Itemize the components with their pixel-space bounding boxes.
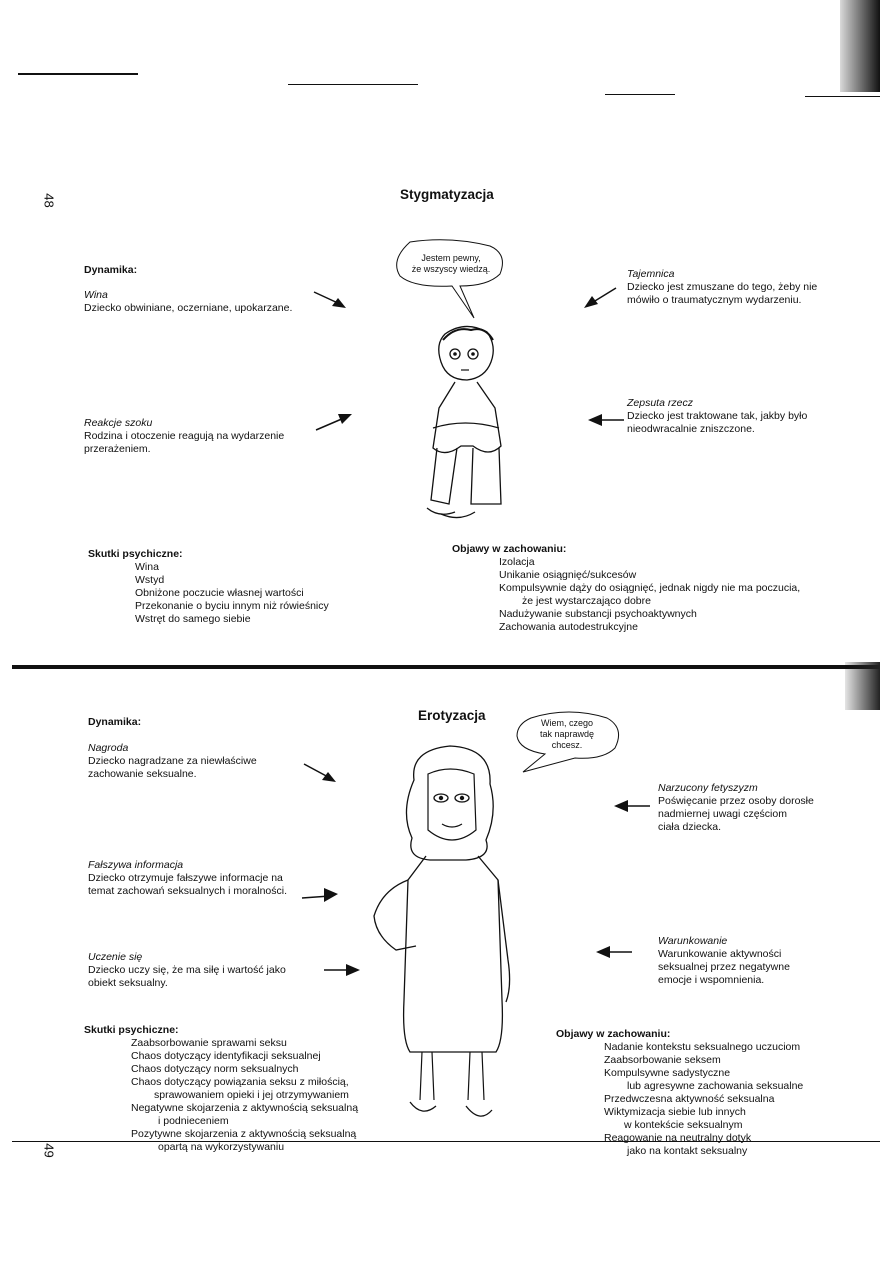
stigmatization-effect-item: Obniżone poczucie własnej wartości <box>135 587 304 599</box>
stigmatization-item-secret-desc-2: mówiło o traumatycznym wydarzeniu. <box>627 294 802 306</box>
eroticization-title: Erotyzacja <box>418 708 486 723</box>
eroticization-item-fetish-title: Narzucony fetyszyzm <box>658 782 758 794</box>
stigmatization-item-shock-desc-1: Rodzina i otoczenie reagują na wydarzeni… <box>84 430 285 442</box>
stigmatization-behavior-item: Zachowania autodestrukcyjne <box>499 621 638 633</box>
eroticization-behavior-item: Kompulsywne sadystyczne <box>604 1067 731 1079</box>
eroticization-behavior-item: Wiktymizacja siebie lub innych <box>604 1106 746 1118</box>
standing-girl-figure <box>373 745 511 1117</box>
scan-shadow-top <box>840 0 880 92</box>
stigmatization-effect-item: Wstyd <box>135 574 165 586</box>
sitting-child-figure <box>426 325 502 519</box>
arrow-broken-icon <box>588 414 624 426</box>
eroticization-item-fetish-desc-2: nadmiernej uwagi częściom <box>658 808 787 820</box>
bottom-rule <box>12 1141 880 1142</box>
arrow-secret-icon <box>584 287 617 308</box>
eroticization-behavior-item: Reagowanie na neutralny dotyk <box>604 1132 752 1144</box>
eroticization-item-reward-desc-1: Dziecko nagradzane za niewłaściwe <box>88 755 257 767</box>
eroticization-item-conditioning-desc-2: seksualnej przez negatywne <box>658 961 790 973</box>
stigmatization-effect-item: Wina <box>135 561 159 573</box>
eroticization-behavior-item: Przedwczesna aktywność seksualna <box>604 1093 775 1105</box>
eroticization-item-reward-desc-2: zachowanie seksualne. <box>88 768 197 780</box>
eroticization-item-conditioning-desc-1: Warunkowanie aktywności <box>658 948 782 960</box>
eroticization-bubble-line-3: chcesz. <box>551 740 583 750</box>
eroticization-effect-item: sprawowaniem opieki i jej otrzymywaniem <box>154 1089 349 1101</box>
arrow-reward-icon <box>303 763 336 782</box>
top-rule-mid <box>288 84 418 85</box>
stigmatization-dynamics-heading: Dynamika: <box>84 264 138 276</box>
eroticization-effect-item: Zaabsorbowanie sprawami seksu <box>131 1037 287 1049</box>
stigmatization-item-secret-title: Tajemnica <box>627 268 675 280</box>
eroticization-behavior-item: Nadanie kontekstu seksualnego uczuciom <box>604 1041 801 1053</box>
eroticization-behavior-item: Zaabsorbowanie seksem <box>604 1054 721 1066</box>
stigmatization-item-shock-title: Reakcje szoku <box>84 417 153 429</box>
eroticization-bubble-line-1: Wiem, czego <box>540 718 593 728</box>
eroticization-behavior-item: jako na kontakt seksualny <box>627 1145 748 1157</box>
stigmatization-effect-item: Przekonanie o byciu innym niż rówieśnicy <box>135 600 329 612</box>
stigmatization-bubble-line-2: że wszyscy wiedzą. <box>411 264 491 274</box>
eroticization-item-false-info-title: Fałszywa informacja <box>88 859 184 871</box>
stigmatization-behavior-item: że jest wystarczająco dobre <box>522 595 651 607</box>
arrow-false-info-icon <box>301 888 338 902</box>
eroticization-behavior-heading: Objawy w zachowaniu: <box>556 1028 671 1040</box>
stigmatization-item-secret-desc-1: Dziecko jest zmuszane do tego, żeby nie <box>627 281 818 293</box>
stigmatization-title: Stygmatyzacja <box>400 187 494 202</box>
page-number-bottom: 49 <box>41 1143 57 1158</box>
eroticization-effect-item: Chaos dotyczący powiązania seksu z miłoś… <box>131 1076 349 1088</box>
top-rule-far-right <box>805 96 880 97</box>
page-number-top: 48 <box>41 193 57 208</box>
stigmatization-item-guilt-title: Wina <box>84 289 108 301</box>
eroticization-effect-item: Pozytywne skojarzenia z aktywnością seks… <box>131 1128 357 1140</box>
stigmatization-item-broken-title: Zepsuta rzecz <box>627 397 693 409</box>
eroticization-item-false-info-desc-1: Dziecko otrzymuje fałszywe informacje na <box>88 872 283 884</box>
scan-shadow-mid <box>845 662 880 710</box>
stigmatization-item-shock-desc-2: przerażeniem. <box>84 443 151 455</box>
stigmatization-item-guilt-desc: Dziecko obwiniane, oczerniane, upokarzan… <box>84 302 293 314</box>
eroticization-item-learning-desc-1: Dziecko uczy się, że ma siłę i wartość j… <box>88 964 286 976</box>
eroticization-effect-item: Chaos dotyczący norm seksualnych <box>131 1063 299 1075</box>
eroticization-item-learning-desc-2: obiekt seksualny. <box>88 977 168 989</box>
eroticization-item-fetish-desc-1: Poświęcanie przez osoby dorosłe <box>658 795 814 807</box>
section-divider <box>12 665 880 669</box>
arrow-guilt-icon <box>313 291 346 308</box>
stigmatization-item-broken-desc-2: nieodwracalnie zniszczone. <box>627 423 755 435</box>
eroticization-item-fetish-desc-3: ciała dziecka. <box>658 821 722 833</box>
eroticization-speech-bubble <box>516 711 620 773</box>
eroticization-item-reward-title: Nagroda <box>88 742 129 754</box>
stigmatization-item-broken-desc-1: Dziecko jest traktowane tak, jakby było <box>627 410 808 422</box>
arrow-shock-icon <box>315 414 352 431</box>
arrow-fetish-icon <box>614 800 650 812</box>
stigmatization-effect-item: Wstręt do samego siebie <box>135 613 251 625</box>
stigmatization-behavior-item: Unikanie osiągnięć/sukcesów <box>499 569 637 581</box>
eroticization-behavior-item: lub agresywne zachowania seksualne <box>627 1080 804 1092</box>
eroticization-effect-item: opartą na wykorzystywaniu <box>158 1141 285 1153</box>
eroticization-effects-heading: Skutki psychiczne: <box>84 1024 179 1036</box>
eroticization-effect-item: Chaos dotyczący identyfikacji seksualnej <box>131 1050 321 1062</box>
stigmatization-behavior-item: Nadużywanie substancji psychoaktywnych <box>499 608 697 620</box>
stigmatization-bubble-line-1: Jestem pewny, <box>421 253 481 263</box>
eroticization-item-false-info-desc-2: temat zachowań seksualnych i moralności. <box>88 885 288 897</box>
top-rule-right <box>605 94 675 95</box>
stigmatization-behavior-item: Kompulsywnie dąży do osiągnięć, jednak n… <box>499 582 801 594</box>
stigmatization-behavior-item: Izolacja <box>499 556 535 568</box>
arrow-learning-icon <box>324 964 360 976</box>
stigmatization-speech-bubble <box>396 239 503 319</box>
eroticization-bubble-line-2: tak naprawdę <box>539 729 595 739</box>
top-rule-left <box>18 73 138 75</box>
eroticization-item-conditioning-title: Warunkowanie <box>658 935 728 947</box>
eroticization-effect-item: i podnieceniem <box>158 1115 229 1127</box>
arrow-conditioning-icon <box>596 946 632 958</box>
eroticization-item-learning-title: Uczenie się <box>88 951 143 963</box>
eroticization-effect-item: Negatywne skojarzenia z aktywnością seks… <box>131 1102 359 1114</box>
eroticization-item-conditioning-desc-3: emocje i wspomnienia. <box>658 974 765 986</box>
eroticization-dynamics-heading: Dynamika: <box>88 716 142 728</box>
stigmatization-effects-heading: Skutki psychiczne: <box>88 548 183 560</box>
eroticization-behavior-item: w kontekście seksualnym <box>624 1119 743 1131</box>
stigmatization-behavior-heading: Objawy w zachowaniu: <box>452 543 567 555</box>
